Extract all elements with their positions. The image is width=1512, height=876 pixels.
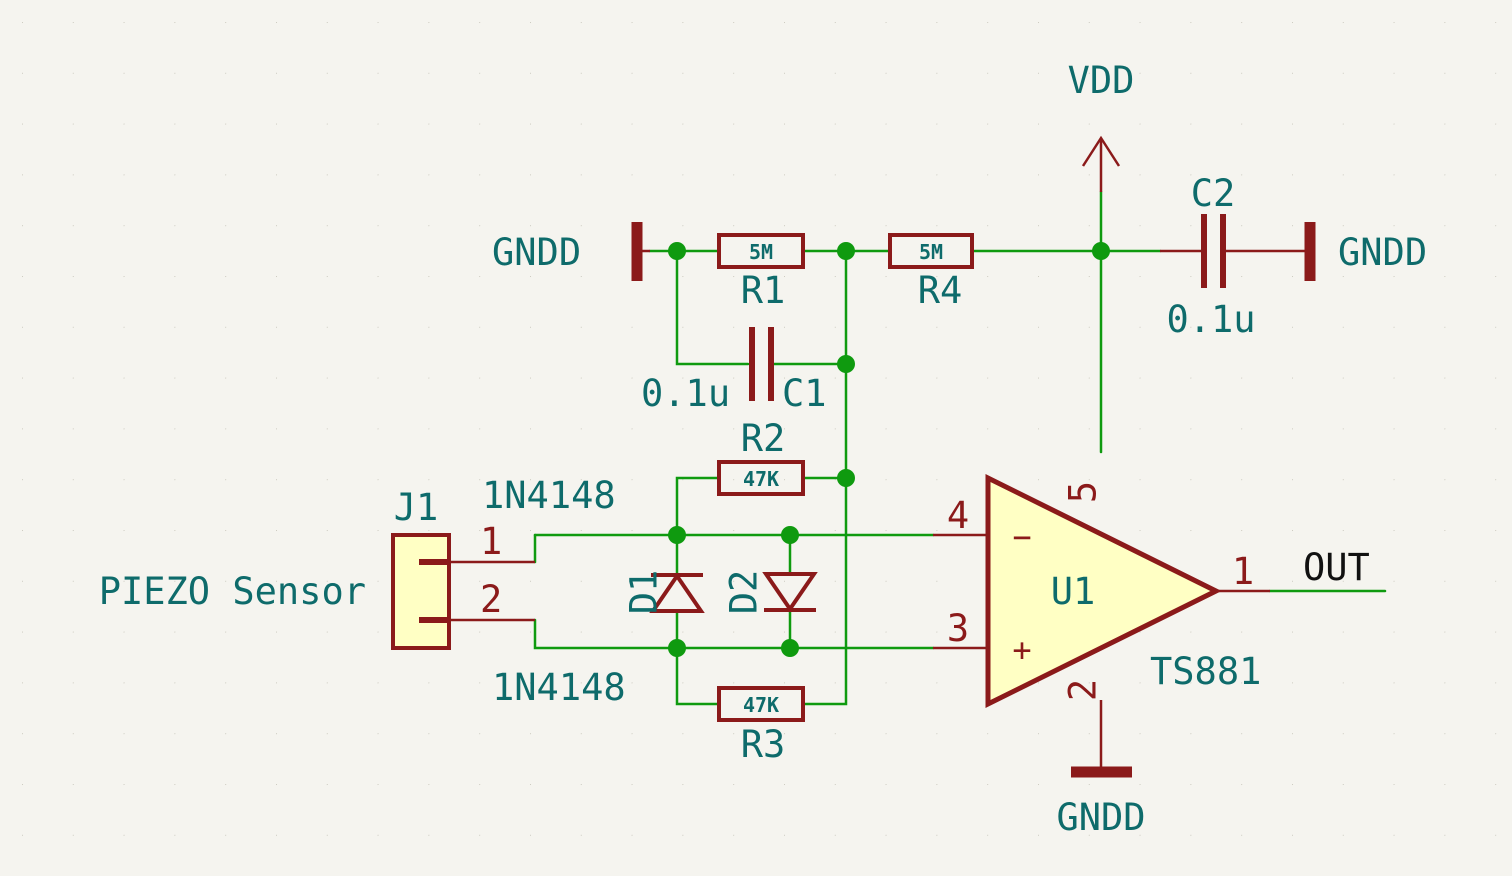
c2-ref: C2: [1191, 172, 1236, 215]
d1-ref: D1: [623, 570, 666, 615]
c1-value: 0.1u: [641, 372, 730, 415]
gnd-left-label: GNDD: [492, 231, 581, 274]
r3-ref: R3: [741, 723, 786, 766]
r1-ref: R1: [741, 269, 786, 312]
gnd-left-symbol[interactable]: GNDD: [492, 222, 650, 281]
j1-value: PIEZO Sensor: [99, 570, 366, 613]
opamp-u1[interactable]: 4 3 1 5 2 − + U1 TS881: [933, 473, 1270, 709]
u1-pin-out: 1: [1232, 550, 1254, 593]
u1-inv-symbol: −: [1012, 518, 1031, 556]
diode-d1[interactable]: 1N4148 D1: [623, 570, 705, 615]
d2-ref: D2: [723, 570, 766, 615]
resistor-r2[interactable]: 47K R2: [717, 417, 805, 496]
diode-d2[interactable]: D2: [723, 570, 818, 615]
junction-dot: [1092, 242, 1110, 260]
d1-value-label: 1N4148: [482, 474, 616, 517]
capacitor-c1[interactable]: 0.1u C1: [641, 327, 827, 415]
junction-dot: [837, 355, 855, 373]
u1-noninv-symbol: +: [1012, 631, 1031, 669]
r4-ref: R4: [918, 269, 963, 312]
r1-value: 5M: [749, 240, 773, 264]
r3-value: 47K: [743, 693, 779, 717]
junction-dot: [668, 639, 686, 657]
gnd-bottom-symbol[interactable]: GNDD: [1056, 700, 1146, 839]
resistor-r3[interactable]: 47K R3: [717, 686, 805, 766]
wires: [533, 190, 1387, 706]
u1-pin-noninv: 3: [947, 607, 969, 650]
out-net-label: OUT: [1303, 546, 1370, 589]
resistor-r1[interactable]: 5M R1: [717, 233, 805, 312]
u1-value: TS881: [1150, 650, 1261, 693]
j1-ref: J1: [394, 486, 439, 529]
r2-ref: R2: [741, 417, 786, 460]
gnd-right-label: GNDD: [1338, 231, 1427, 274]
vdd-label: VDD: [1068, 59, 1135, 102]
u1-pin-gnd: 2: [1062, 679, 1105, 701]
r2-value: 47K: [743, 467, 779, 491]
c1-ref: C1: [782, 372, 827, 415]
junction-dot: [668, 242, 686, 260]
gnd-right-symbol[interactable]: GNDD: [1224, 222, 1427, 281]
junction-dot: [837, 469, 855, 487]
j1-pin-2: 2: [480, 578, 502, 621]
junction-dot: [781, 526, 799, 544]
c2-value: 0.1u: [1166, 298, 1255, 341]
junction-dot: [837, 242, 855, 260]
junction-dot: [781, 639, 799, 657]
u1-pin-vdd: 5: [1062, 481, 1105, 503]
junctions: [668, 242, 1110, 657]
vdd-symbol[interactable]: VDD: [1068, 59, 1135, 192]
u1-pin-inv: 4: [947, 494, 969, 537]
j1-pin-1: 1: [480, 520, 502, 563]
r4-value: 5M: [919, 240, 943, 264]
gnd-bottom-label: GNDD: [1056, 796, 1145, 839]
capacitor-c2[interactable]: C2 0.1u: [1160, 172, 1256, 341]
junction-dot: [668, 526, 686, 544]
d2-value-label: 1N4148: [492, 666, 626, 709]
resistor-r4[interactable]: 5M R4: [888, 233, 974, 312]
connector-j1[interactable]: 1 2 J1 PIEZO Sensor: [99, 486, 535, 650]
u1-ref: U1: [1051, 570, 1096, 613]
